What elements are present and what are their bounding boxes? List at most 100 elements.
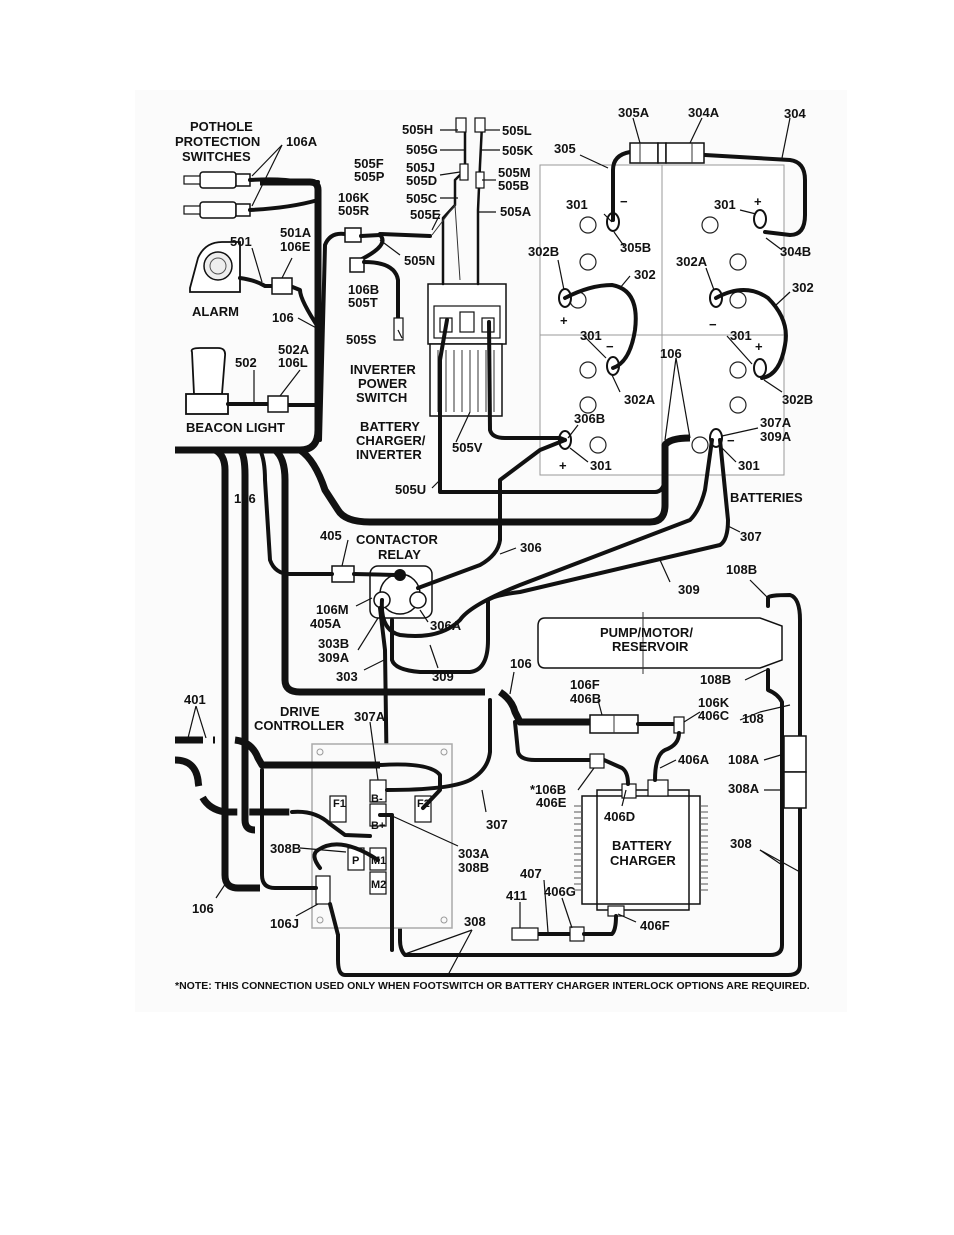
label-pump-1: PUMP/MOTOR/ bbox=[600, 625, 693, 640]
label-407: 407 bbox=[520, 866, 542, 881]
label-308B: 308B bbox=[270, 841, 301, 856]
wire-106-to-106J bbox=[260, 768, 318, 890]
label-106B: *106B bbox=[530, 782, 566, 797]
label-106F: 106F bbox=[570, 677, 600, 692]
terminal-p: P bbox=[352, 855, 359, 867]
controller-wires bbox=[174, 698, 492, 952]
plug-411 bbox=[511, 927, 539, 941]
connector-106J bbox=[315, 875, 331, 905]
fuse-308A bbox=[783, 771, 807, 809]
cable-305 bbox=[611, 150, 632, 222]
label-309: 309 bbox=[678, 582, 700, 597]
battery-plus-4: + bbox=[559, 458, 567, 473]
label-406C: 406C bbox=[698, 708, 730, 723]
label-303A: 303A bbox=[458, 846, 490, 861]
pothole-switches bbox=[183, 171, 320, 219]
label-301-d: 301 bbox=[730, 328, 752, 343]
label-505G: 505G bbox=[406, 142, 438, 157]
pothole-switch-1 bbox=[183, 171, 320, 189]
label-301-a: 301 bbox=[566, 197, 588, 212]
label-501: 501 bbox=[230, 234, 252, 249]
cable-108 bbox=[398, 668, 784, 957]
label-pothole-1: POTHOLE bbox=[190, 119, 253, 134]
label-305B: 305B bbox=[620, 240, 651, 255]
label-106J: 106J bbox=[270, 916, 299, 931]
label-106K-top: 106K bbox=[338, 190, 370, 205]
label-contactor-1: CONTACTOR bbox=[356, 532, 438, 547]
fuse-108A bbox=[783, 735, 807, 773]
contactor-relay bbox=[258, 448, 433, 619]
label-106-left: 106 bbox=[272, 310, 294, 325]
footnote: *NOTE: THIS CONNECTION USED ONLY WHEN FO… bbox=[175, 980, 810, 992]
label-308B-b: 308B bbox=[458, 860, 489, 875]
terminal-f1: F1 bbox=[333, 798, 346, 810]
label-106-bat: 106 bbox=[660, 346, 682, 361]
label-308A: 308A bbox=[728, 781, 760, 796]
label-106K: 106K bbox=[698, 695, 730, 710]
battery-plus-1: + bbox=[754, 194, 762, 209]
label-505B: 505B bbox=[498, 178, 529, 193]
label-502: 502 bbox=[235, 355, 257, 370]
label-308: 308 bbox=[730, 836, 752, 851]
label-307A-top: 307A bbox=[760, 415, 792, 430]
labels: POTHOLE PROTECTION SWITCHES 106A 501 501… bbox=[175, 105, 814, 992]
label-106L: 106L bbox=[278, 355, 308, 370]
label-505M: 505M bbox=[498, 165, 531, 180]
label-drive-2: CONTROLLER bbox=[254, 718, 345, 733]
label-pothole-2: PROTECTION bbox=[175, 134, 260, 149]
label-108B: 108B bbox=[700, 672, 731, 687]
label-406F: 406F bbox=[640, 918, 670, 933]
label-inverter-3: SWITCH bbox=[356, 390, 407, 405]
label-108: 108 bbox=[742, 711, 764, 726]
cable-401 bbox=[174, 756, 292, 816]
harness-106-d bbox=[297, 434, 691, 526]
label-406D: 406D bbox=[604, 809, 635, 824]
label-charger-2: CHARGER bbox=[610, 853, 676, 868]
connector-106M bbox=[331, 565, 355, 583]
label-505C: 505C bbox=[406, 191, 438, 206]
battery-minus-1: − bbox=[620, 194, 628, 209]
pothole-switch-2 bbox=[183, 198, 320, 219]
label-alarm: ALARM bbox=[192, 304, 239, 319]
label-drive-1: DRIVE bbox=[280, 704, 320, 719]
label-505H: 505H bbox=[402, 122, 433, 137]
label-505K: 505K bbox=[502, 143, 534, 158]
harness-106-down bbox=[175, 446, 260, 892]
label-inverter-2: POWER bbox=[358, 376, 408, 391]
terminal-bplus: B+ bbox=[371, 820, 385, 832]
battery-top-right bbox=[661, 164, 785, 336]
label-pump-2: RESERVOIR bbox=[612, 639, 689, 654]
connector-106K-406C bbox=[673, 716, 685, 734]
label-108A: 108A bbox=[728, 752, 760, 767]
label-401: 401 bbox=[184, 692, 206, 707]
label-charger-1: BATTERY bbox=[612, 838, 672, 853]
label-505E: 505E bbox=[410, 207, 441, 222]
alarm-device bbox=[189, 241, 293, 295]
label-pothole-3: SWITCHES bbox=[182, 149, 251, 164]
label-301-e: 301 bbox=[590, 458, 612, 473]
cable-307 bbox=[390, 438, 730, 674]
label-306A: 306A bbox=[430, 618, 462, 633]
label-charger-inv-2: CHARGER/ bbox=[356, 433, 426, 448]
label-309A-top: 309A bbox=[760, 429, 792, 444]
label-106B-top: 106B bbox=[348, 282, 379, 297]
pump-motor-reservoir bbox=[336, 593, 807, 977]
label-106-mid: 106 bbox=[510, 656, 532, 671]
label-505U: 505U bbox=[395, 482, 426, 497]
label-304B: 304B bbox=[780, 244, 811, 259]
connector-106B-406E bbox=[589, 753, 605, 769]
battery-plus-3: + bbox=[755, 339, 763, 354]
battery-top-left bbox=[539, 164, 663, 336]
charger-harness bbox=[497, 689, 685, 942]
terminal-m2: M2 bbox=[371, 879, 386, 891]
label-406A: 406A bbox=[678, 752, 710, 767]
label-303B: 303B bbox=[318, 636, 349, 651]
label-303: 303 bbox=[336, 669, 358, 684]
label-beacon-light: BEACON LIGHT bbox=[186, 420, 285, 435]
label-405: 405 bbox=[320, 528, 342, 543]
drive-controller: F1 F2 B- B+ P M1 M2 bbox=[311, 743, 453, 929]
label-302-a: 302 bbox=[634, 267, 656, 282]
battery-cables bbox=[563, 150, 807, 380]
harness-505 bbox=[344, 117, 486, 341]
